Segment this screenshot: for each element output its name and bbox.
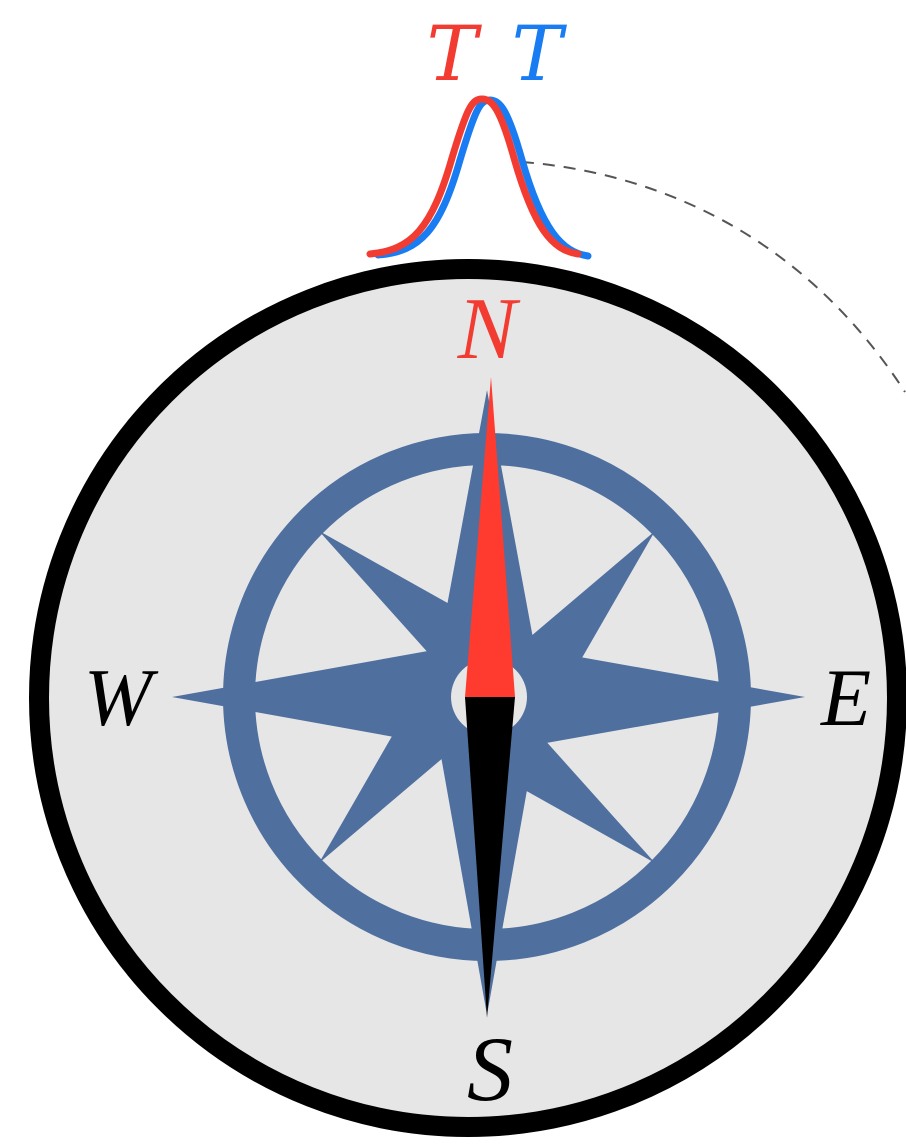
blue-t-label: T	[512, 9, 568, 98]
red-t-label: T	[427, 9, 483, 98]
distribution-curves	[370, 99, 588, 256]
south-label: S	[467, 1018, 513, 1120]
blue-distribution-curve	[378, 100, 588, 256]
west-label: W	[84, 652, 159, 743]
east-label: E	[820, 652, 871, 743]
north-label: N	[457, 281, 521, 378]
